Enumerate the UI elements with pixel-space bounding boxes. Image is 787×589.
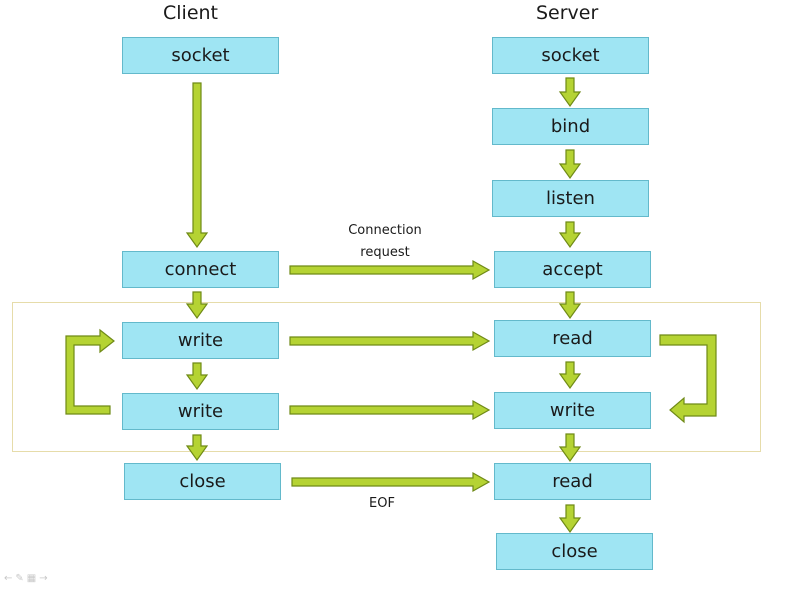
arrow-server-bind-listen — [558, 149, 582, 180]
client-socket-box: socket — [122, 37, 279, 74]
arrow-server-listen-accept — [558, 221, 582, 249]
pen-icon[interactable]: ✎ — [15, 573, 27, 584]
connection-label-line-1: Connection — [348, 223, 422, 238]
arrow-connect-accept — [289, 259, 491, 281]
arrow-server-loop — [659, 334, 717, 424]
loop-frame — [12, 302, 761, 452]
arrow-server-write-read — [558, 433, 582, 463]
arrow-client-loop — [65, 328, 115, 415]
client-write-box-1: write — [122, 322, 279, 359]
client-connect-box: connect — [122, 251, 279, 288]
arrow-client-write-close — [185, 434, 209, 462]
server-write-box: write — [494, 392, 651, 429]
server-read-box-2: read — [494, 463, 651, 500]
arrow-write-write — [289, 399, 491, 421]
arrow-server-read-close — [558, 504, 582, 534]
arrow-client-connect-write — [185, 291, 209, 320]
server-bind-box: bind — [492, 108, 649, 145]
arrow-client-write-write — [185, 362, 209, 391]
arrow-client-socket-connect — [185, 82, 209, 249]
connection-label-line-2: request — [360, 245, 410, 260]
back-icon[interactable]: ← — [4, 573, 16, 584]
arrow-server-accept-read — [558, 291, 582, 320]
arrow-close-read — [291, 471, 491, 493]
server-listen-box: listen — [492, 180, 649, 217]
client-title: Client — [163, 2, 219, 24]
connection-request-label: Connection request — [330, 220, 440, 264]
client-write-box-2: write — [122, 393, 279, 430]
server-socket-box: socket — [492, 37, 649, 74]
slideshow-nav: ←✎▦→ — [4, 573, 51, 584]
arrow-server-socket-bind — [558, 77, 582, 108]
server-accept-box: accept — [494, 251, 651, 288]
forward-icon[interactable]: → — [39, 573, 51, 584]
client-close-box: close — [124, 463, 281, 500]
server-title: Server — [536, 2, 599, 24]
slides-icon[interactable]: ▦ — [26, 573, 40, 584]
server-close-box: close — [496, 533, 653, 570]
arrow-write-read — [289, 330, 491, 352]
arrow-server-read-write — [558, 361, 582, 390]
server-read-box-1: read — [494, 320, 651, 357]
eof-label: EOF — [369, 496, 395, 511]
